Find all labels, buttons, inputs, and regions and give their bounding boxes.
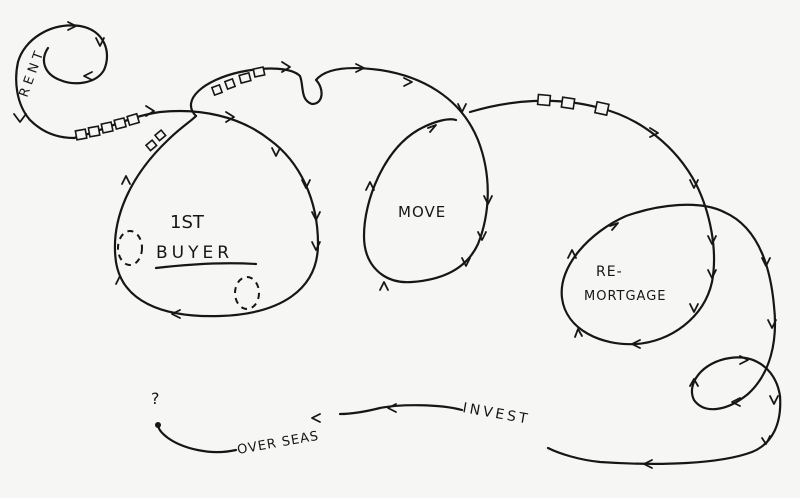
chevron-icon [403, 77, 413, 87]
path-buyer-to-move [189, 67, 489, 284]
chevron-icon [731, 397, 741, 407]
chevron-icon [171, 309, 181, 319]
question-dot [155, 422, 161, 428]
chevron-icon [95, 37, 105, 47]
chevron-icon [121, 175, 131, 185]
milestone-box [87, 125, 101, 138]
invest-label: INVEST [461, 400, 531, 428]
path-rent-to-buyer [72, 109, 272, 142]
chevron-icon [461, 257, 471, 267]
milestone-box [100, 121, 114, 134]
question-label: ? [151, 389, 160, 408]
chevron-icon [707, 269, 717, 279]
chevron-icon [379, 281, 389, 291]
chevron-icon [707, 235, 717, 245]
milestone-box [113, 116, 128, 131]
chevron-icon [225, 111, 235, 123]
milestone-box [153, 129, 167, 142]
chevron-icon [567, 249, 577, 259]
milestone-box [126, 112, 141, 127]
chevron-icon [739, 355, 749, 365]
milestone-box [74, 128, 88, 141]
milestone-box [252, 66, 266, 78]
chevron-icon [145, 105, 155, 117]
first-buyer-label-1: 1ST [170, 212, 205, 233]
chevron-icon [67, 21, 77, 31]
direction-chevrons [13, 21, 779, 469]
path-overseas-to-question [156, 422, 238, 454]
chevron-icon [574, 328, 583, 338]
chevron-icon [311, 413, 321, 423]
milestone-box [144, 139, 158, 152]
chevron-icon [115, 275, 125, 285]
chevron-icon [761, 435, 771, 445]
chevron-icon [689, 303, 699, 313]
chevron-icon [355, 63, 365, 73]
chevron-icon [643, 459, 653, 469]
remortgage-label-1: RE- [596, 264, 623, 280]
chevron-icon [83, 71, 93, 81]
chevron-icon [761, 257, 771, 267]
milestone-box [223, 77, 237, 91]
remortgage-label-2: MORTGAGE [584, 289, 667, 304]
chevron-icon [427, 124, 437, 133]
chevron-icon [457, 103, 467, 113]
rent-loop-tail [15, 60, 76, 140]
move-label: MOVE [398, 203, 446, 221]
chevron-icon [689, 378, 699, 387]
chevron-icon [281, 61, 291, 73]
first-buyer-dashed-circle-left [117, 230, 143, 266]
chevron-icon [387, 403, 397, 413]
chevron-icon [477, 231, 487, 241]
first-buyer-underline [154, 262, 258, 270]
chevron-icon [13, 113, 27, 123]
rent-loop [16, 24, 109, 85]
chevron-icon [769, 395, 779, 405]
chevron-icon [767, 319, 777, 329]
milestone-box [593, 100, 610, 117]
first-buyer-loop [113, 114, 320, 318]
milestone-box [210, 83, 224, 97]
milestone-boxes [74, 66, 610, 152]
first-buyer-dashed-circle-right [234, 276, 260, 310]
chevron-icon [649, 127, 659, 138]
chevron-icon [271, 147, 281, 157]
path-move-to-remortgage [468, 99, 726, 346]
rent-label: R E N T [17, 50, 47, 100]
chevron-icon [311, 211, 321, 221]
milestone-box [560, 96, 576, 110]
milestone-box [238, 71, 252, 85]
path-invest-to-overseas [338, 404, 464, 416]
chevron-icon [483, 195, 493, 205]
chevron-icon [301, 179, 311, 189]
chevron-icon [365, 181, 375, 191]
overseas-label: OVER SEAS [236, 429, 320, 458]
chevron-icon [631, 339, 641, 349]
first-buyer-label-2: BUYER [156, 243, 233, 263]
chevron-icon [311, 241, 321, 251]
chevron-icon [609, 222, 619, 231]
chevron-icon [689, 179, 699, 189]
milestone-box [536, 93, 552, 107]
